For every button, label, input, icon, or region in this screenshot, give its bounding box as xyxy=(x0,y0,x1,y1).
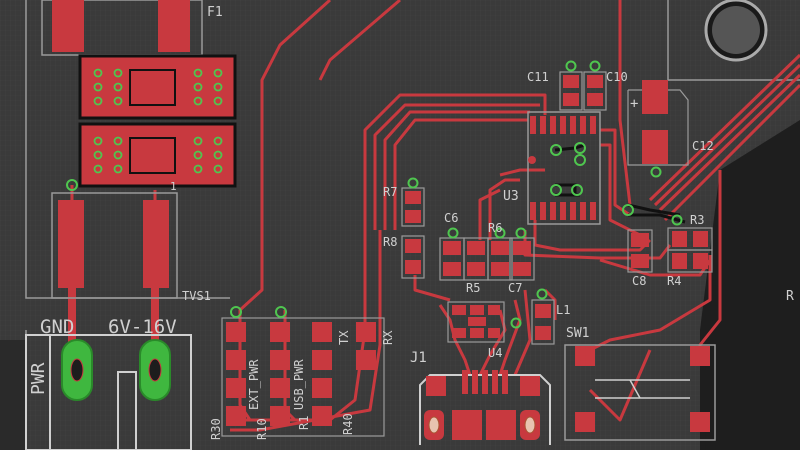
label-ext-pwr: EXT_PWR xyxy=(247,359,261,410)
r7-resistor[interactable]: R7 xyxy=(383,177,425,227)
label-u4: U4 xyxy=(488,346,502,360)
j1-usb-connector[interactable]: J1 xyxy=(410,350,551,445)
r4-resistor[interactable]: R4 xyxy=(667,249,713,288)
c11-capacitor[interactable]: C11 xyxy=(527,60,583,111)
j1-shield-pad-right xyxy=(520,410,540,440)
pwr-pad-gnd[interactable] xyxy=(61,339,93,401)
header-block-bottom[interactable]: 1 xyxy=(78,122,237,193)
label-r10: R10 xyxy=(255,418,269,440)
c6-capacitor[interactable]: C6 xyxy=(439,211,465,281)
tvs1-diode[interactable]: TVS1 xyxy=(51,179,211,303)
label-pwr: PWR xyxy=(28,362,49,395)
led-resistor-array[interactable]: EXT_PWR USB_PWR TX RX R30 R10 R1 R40 xyxy=(209,306,395,440)
label-u3: U3 xyxy=(503,189,519,204)
label-r30: R30 xyxy=(209,418,223,440)
r5-resistor[interactable]: R5 xyxy=(463,237,489,295)
header-vias xyxy=(93,68,223,174)
label-j1: J1 xyxy=(410,350,427,366)
r8-resistor[interactable]: R8 xyxy=(383,235,425,279)
label-d1: 1 xyxy=(170,180,177,193)
board-edge-left xyxy=(0,340,26,450)
label-usb-pwr: USB_PWR xyxy=(292,359,306,410)
l1-inductor[interactable]: L1 xyxy=(531,288,570,345)
label-f1: F1 xyxy=(207,5,223,20)
label-r8: R8 xyxy=(383,235,397,249)
label-gnd: GND xyxy=(40,316,74,338)
u4-chip[interactable]: U4 xyxy=(447,301,522,360)
label-c10: C10 xyxy=(606,70,628,84)
header-block-top[interactable] xyxy=(78,54,237,120)
sw1-switch[interactable]: SW1 xyxy=(564,326,716,441)
j1-shield-pad-left xyxy=(424,410,444,440)
power-traces xyxy=(68,280,159,350)
c12-polarity-icon: + xyxy=(630,96,638,112)
label-tvs1: TVS1 xyxy=(182,289,211,303)
label-voltage: 6V-16V xyxy=(108,316,177,338)
label-sw1: SW1 xyxy=(566,326,589,341)
pwr-pad-vin[interactable] xyxy=(139,339,171,401)
c7-capacitor[interactable]: C7 xyxy=(508,227,535,296)
label-l1: L1 xyxy=(556,303,570,317)
label-c11: C11 xyxy=(527,70,549,84)
label-r3: R3 xyxy=(690,213,704,227)
label-r-edge: R xyxy=(786,289,794,304)
label-r5: R5 xyxy=(466,281,480,295)
label-r6: R6 xyxy=(488,221,502,235)
label-tx: TX xyxy=(337,330,351,345)
label-c8: C8 xyxy=(632,274,646,288)
pwr-connector[interactable]: GND 6V-16V PWR xyxy=(25,316,192,450)
c12-capacitor[interactable]: + C12 xyxy=(627,80,714,178)
f1-fuse[interactable]: F1 xyxy=(41,0,223,56)
u3-chip[interactable]: U3 xyxy=(503,111,601,225)
label-rx: RX xyxy=(381,330,395,345)
c10-capacitor[interactable]: C10 xyxy=(583,60,628,111)
label-c7: C7 xyxy=(508,281,522,295)
label-r40: R40 xyxy=(341,413,355,435)
label-r7: R7 xyxy=(383,185,397,199)
label-r1: R1 xyxy=(297,416,311,430)
board-ground-pour-right xyxy=(700,120,800,450)
label-c6: C6 xyxy=(444,211,458,225)
label-r4: R4 xyxy=(667,274,681,288)
c8-capacitor[interactable]: C8 xyxy=(622,204,653,288)
u3-vias xyxy=(550,142,586,196)
label-c12: C12 xyxy=(692,139,714,153)
mounting-hole[interactable] xyxy=(704,0,768,62)
r6-resistor[interactable]: R6 xyxy=(487,221,513,281)
